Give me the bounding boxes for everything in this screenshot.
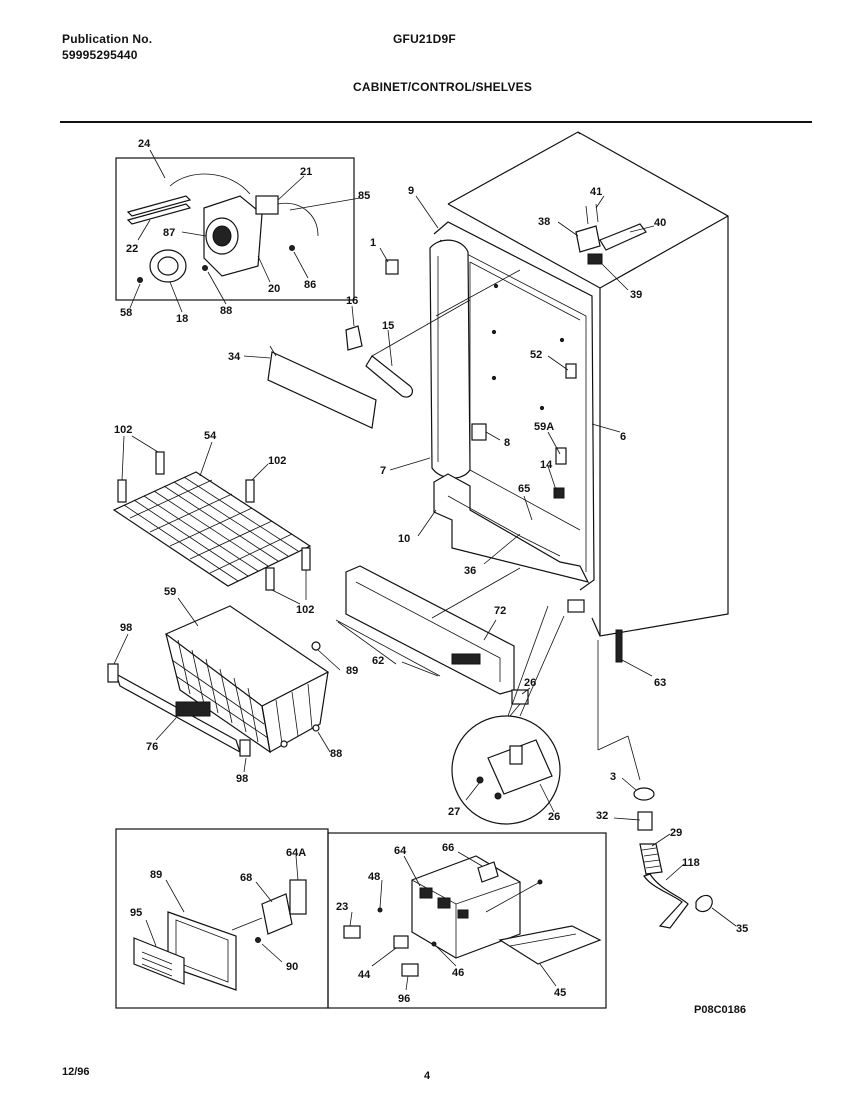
hinge-detail-circle [451,605,565,825]
callout-89: 89 [150,869,162,881]
callout-38: 38 [538,216,550,228]
callout-95: 95 [130,907,142,919]
callout-16: 16 [346,295,358,307]
callout-23: 23 [336,901,348,913]
callout-29: 29 [670,827,682,839]
callout-96: 96 [398,993,410,1005]
callout-26-bottom: 26 [548,811,560,823]
callout-3: 3 [610,771,616,783]
callout-65: 65 [518,483,530,495]
callout-98-bottom: 98 [236,773,248,785]
callout-36: 36 [464,565,476,577]
callout-18: 18 [176,313,188,325]
callout-88: 88 [220,305,232,317]
callout-6: 6 [620,431,626,443]
callout-7: 7 [380,465,386,477]
cabinet-assembly [371,131,729,781]
wire-basket [107,597,341,773]
callout-72: 72 [494,605,506,617]
callout-10: 10 [398,533,410,545]
publication-number: 59995295440 [62,48,138,62]
callout-35: 35 [736,923,748,935]
callout-102-bottom: 102 [296,604,314,616]
callout-98-top: 98 [120,622,132,634]
callout-45: 45 [554,987,566,999]
callout-27: 27 [448,806,460,818]
callout-62: 62 [372,655,384,667]
callout-20: 20 [268,283,280,295]
publication-label: Publication No. [62,32,153,46]
callout-8: 8 [504,437,510,449]
control-bracket-parts [243,247,414,429]
inset-control-board [327,832,607,1009]
callout-22: 22 [126,243,138,255]
callout-40: 40 [654,217,666,229]
callout-90: 90 [286,961,298,973]
callout-63: 63 [654,677,666,689]
callout-15: 15 [382,320,394,332]
callout-64A: 64A [286,847,306,859]
callout-1: 1 [370,237,376,249]
callout-87: 87 [163,227,175,239]
callout-32: 32 [596,810,608,822]
callout-59A: 59A [534,421,554,433]
callout-54: 54 [204,430,217,442]
callout-102-left: 102 [114,424,132,436]
callout-64: 64 [394,845,407,857]
callout-59: 59 [164,586,176,598]
model-number: GFU21D9F [393,32,456,46]
page-number: 4 [424,1070,431,1082]
callout-44: 44 [358,969,371,981]
callout-68: 68 [240,872,252,884]
control-panel-trim [335,565,521,695]
callout-88-basket: 88 [330,748,342,760]
inset-light-shield [115,828,329,1009]
footer-date: 12/96 [62,1066,90,1078]
callout-52: 52 [530,349,542,361]
callout-86-top: 86 [304,279,316,291]
callout-66: 66 [442,842,454,854]
callout-58: 58 [120,307,132,319]
callout-26-top: 26 [524,677,536,689]
callout-46: 46 [452,967,464,979]
drain-parts [613,777,737,929]
callout-102-right: 102 [268,455,286,467]
callout-labels: 24 21 85 22 87 20 86 58 18 88 9 41 38 40… [114,138,748,1005]
callout-118: 118 [682,857,700,869]
callout-89-basket: 89 [346,665,358,677]
callout-85: 85 [358,190,370,202]
callout-21: 21 [300,166,312,178]
callout-48: 48 [368,871,380,883]
figure-code: P08C0186 [694,1004,746,1016]
inset-light-assembly [115,149,361,313]
callout-34: 34 [228,351,241,363]
wire-shelf [112,435,312,605]
callout-9: 9 [408,185,414,197]
callout-76: 76 [146,741,158,753]
section-title: CABINET/CONTROL/SHELVES [353,80,533,94]
callout-24: 24 [138,138,151,150]
callout-39: 39 [630,289,642,301]
header-rule [60,121,812,123]
callout-14: 14 [540,459,553,471]
callout-41: 41 [590,186,602,198]
